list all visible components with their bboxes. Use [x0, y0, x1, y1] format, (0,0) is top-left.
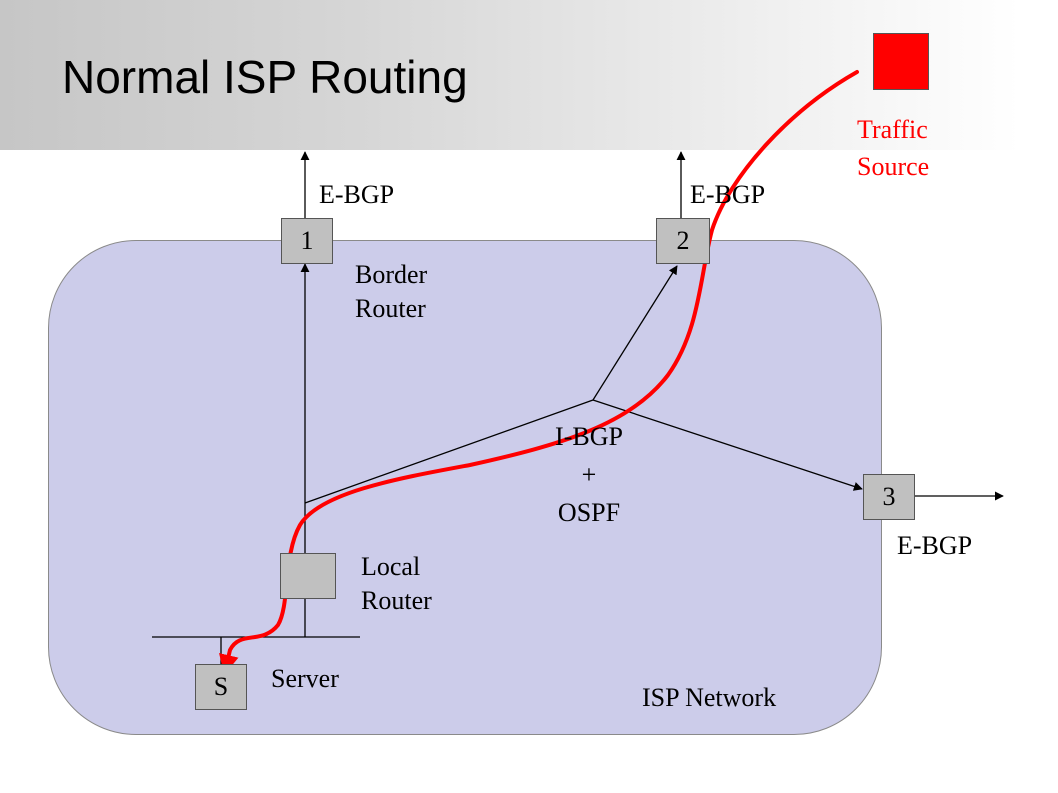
local-router-label-line1: Local [361, 552, 421, 581]
border-router-label-line2: Router [355, 294, 426, 323]
traffic-source-box[interactable] [873, 33, 929, 90]
ibgp-link-router-3 [592, 399, 863, 491]
ibgp-label-line3: OSPF [557, 498, 621, 527]
ibgp-ospf-label: I-BGP + OSPF [544, 418, 634, 532]
ebgp-label-3: E-BGP [897, 531, 973, 560]
ebgp-label-2: E-BGP [690, 180, 766, 209]
router-1-number: 1 [300, 226, 314, 255]
ibgp-link-local [304, 399, 594, 504]
isp-network-label: ISP Network [642, 683, 777, 712]
router-3-number: 3 [882, 482, 896, 511]
border-router-label: Border Router [355, 258, 427, 326]
traffic-source-label: Traffic Source [857, 111, 929, 185]
ibgp-link-router-2 [592, 265, 678, 401]
border-router-1[interactable]: 1 [281, 218, 333, 264]
local-router[interactable] [280, 553, 336, 599]
border-router-label-line1: Border [355, 260, 428, 289]
ebgp-label-1: E-BGP [319, 180, 395, 209]
ibgp-label-line1: I-BGP [555, 422, 623, 451]
server-label: Server [271, 664, 339, 693]
ibgp-label-line2: + [581, 460, 597, 489]
slide-title: Normal ISP Routing [62, 51, 468, 103]
local-router-label: Local Router [361, 550, 432, 618]
isp-network-region [48, 240, 882, 735]
server-node[interactable]: S [195, 664, 247, 710]
traffic-source-label-line2: Source [857, 152, 930, 181]
traffic-path [219, 70, 859, 675]
border-router-3[interactable]: 3 [863, 474, 915, 520]
router-2-number: 2 [676, 226, 690, 255]
local-router-label-line2: Router [361, 586, 432, 615]
server-letter: S [213, 672, 229, 701]
traffic-source-label-line1: Traffic [857, 115, 928, 144]
border-router-2[interactable]: 2 [656, 218, 710, 264]
